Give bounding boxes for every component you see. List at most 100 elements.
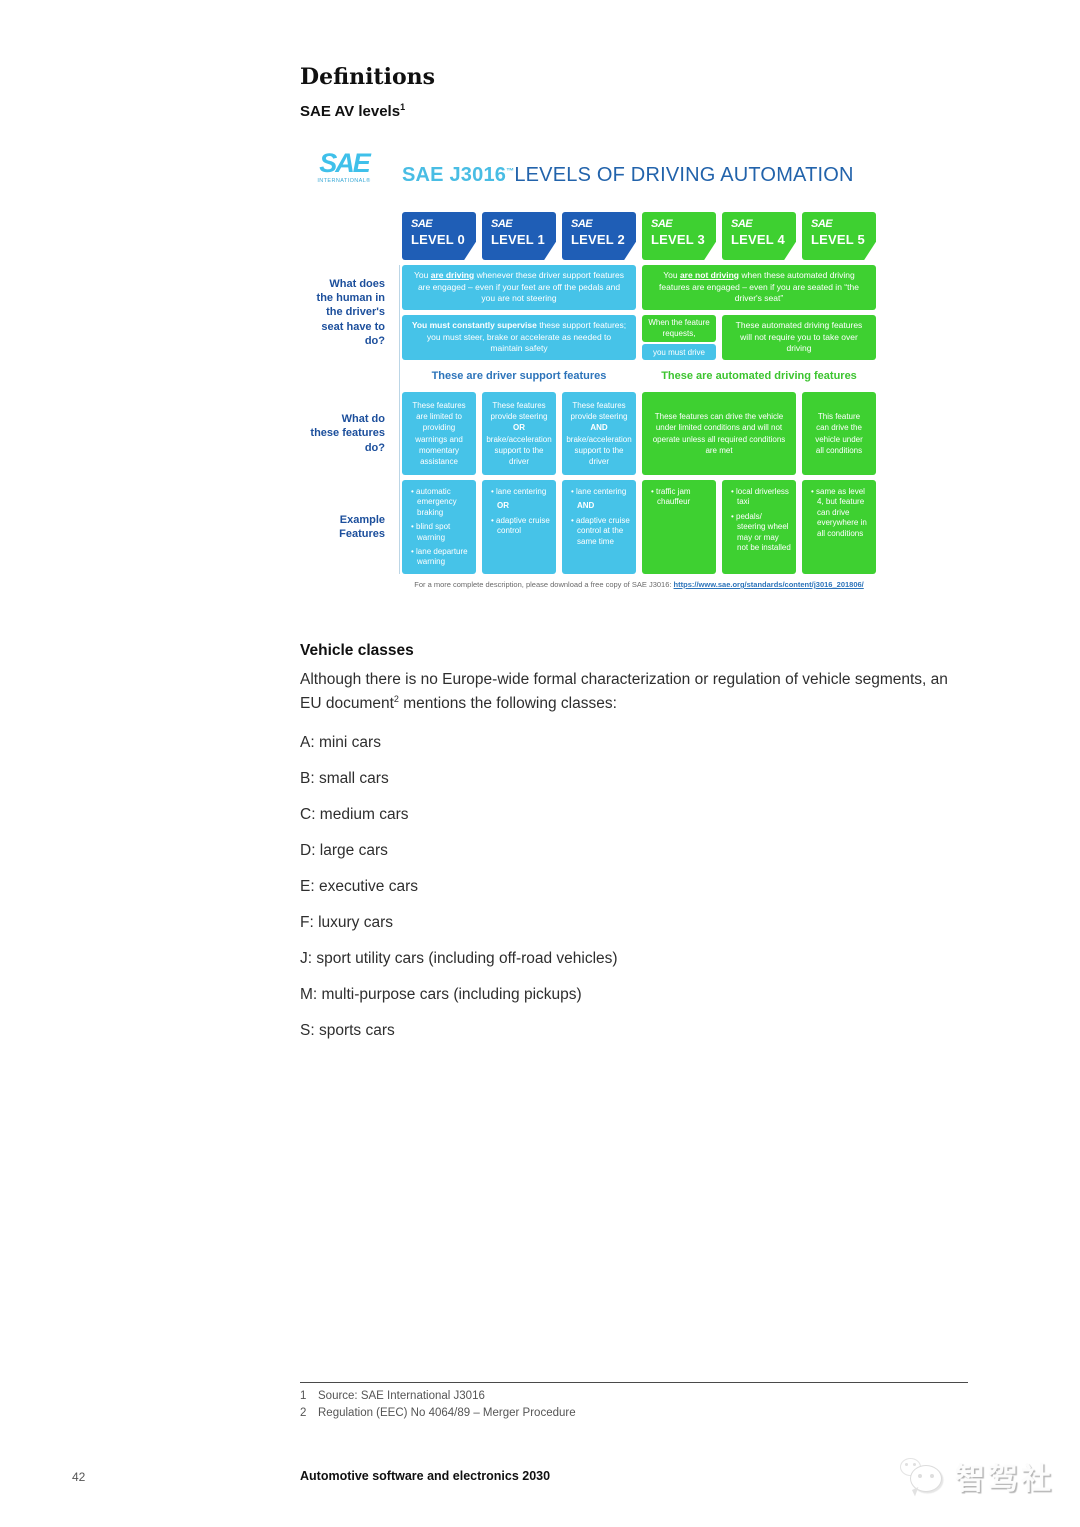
tab-level-2-label: LEVEL 2: [571, 231, 625, 247]
watermark: 智驾社: [899, 1454, 1054, 1498]
vehicle-class-item: M: multi-purpose cars (including pickups…: [300, 986, 582, 1004]
cell-examples-l5: • same as level 4, but feature can drive…: [802, 480, 876, 574]
row-label-example-features: Example Features: [339, 513, 385, 540]
chart-footnote-text: For a more complete description, please …: [414, 580, 674, 589]
section-subtitle: SAE AV levels1: [300, 102, 405, 120]
vehicle-class-item: C: medium cars: [300, 806, 409, 824]
vehicle-class-item: B: small cars: [300, 770, 389, 788]
footnote-1-number: 1: [300, 1390, 307, 1402]
example-conjunction: OR: [497, 501, 509, 511]
vehicle-class-item: F: luxury cars: [300, 914, 394, 932]
trademark-symbol: ™: [506, 166, 515, 176]
chart-footnote: For a more complete description, please …: [402, 580, 876, 589]
vehicle-classes-intro: Although there is no Europe-wide formal …: [300, 671, 948, 713]
sae-logo-text: SAE: [319, 148, 371, 178]
group-head-support: These are driver support features: [431, 370, 607, 382]
footnote-2-text: Regulation (EEC) No 4064/89 – Merger Pro…: [318, 1406, 576, 1419]
page-title: Definitions: [300, 64, 435, 90]
sae-standard-link[interactable]: https://www.sae.org/standards/content/j3…: [673, 580, 864, 589]
cell-level3-request: When the feature requests, you must driv…: [642, 315, 716, 360]
cell-supervise-text: You must constantly supervise these supp…: [411, 319, 627, 354]
chart-header: SAE INTERNATIONAL® SAE J3016™LEVELS OF D…: [310, 150, 882, 208]
cell-level3-request-bottom: you must drive: [642, 344, 716, 360]
cell-human-support: You are driving whenever these driver su…: [402, 265, 636, 310]
footnote-2-number: 2: [300, 1406, 307, 1419]
cell-features-l0: These features are limited to providing …: [402, 392, 476, 475]
tab-level-1-label: LEVEL 1: [491, 231, 545, 247]
sae-mark: SAE: [411, 218, 433, 230]
cell-features-l2: These features provide steering AND brak…: [562, 392, 636, 475]
group-head-automated: These are automated driving features: [661, 370, 857, 382]
page-number: 42: [72, 1470, 86, 1484]
vehicle-classes-heading: Vehicle classes: [300, 642, 414, 659]
footnote-1: 1 Source: SAE International J3016: [300, 1388, 968, 1405]
sae-mark: SAE: [811, 218, 833, 230]
cell-human-automated: You are not driving when these automated…: [642, 265, 876, 310]
example-item: • lane centering: [491, 487, 547, 496]
sae-logo-subtext: INTERNATIONAL®: [317, 178, 371, 184]
example-item: • lane centering: [571, 487, 627, 496]
cell-no-takeover: These automated driving features will no…: [722, 315, 876, 360]
vehicle-class-item: A: mini cars: [300, 734, 381, 752]
row-label-human-driver: What does the human in the driver's seat…: [316, 277, 385, 347]
chart-title-brand: SAE J3016: [402, 164, 507, 186]
example-item: • automatic emergency braking: [411, 487, 457, 517]
cell-supervise: You must constantly supervise these supp…: [402, 315, 636, 360]
vehicle-class-item: E: executive cars: [300, 878, 419, 896]
chart-title-rest: LEVELS OF DRIVING AUTOMATION: [514, 164, 854, 186]
bubble-tail: [905, 1483, 919, 1497]
example-conjunction: AND: [577, 501, 595, 511]
tab-level-4-label: LEVEL 4: [731, 231, 785, 247]
sae-mark: SAE: [651, 218, 673, 230]
row-label-features-do: What do these features do?: [310, 413, 385, 454]
sae-logo: SAE INTERNATIONAL®: [316, 150, 372, 185]
cell-examples-l0: • automatic emergency braking • blind sp…: [402, 480, 476, 574]
example-item: • local driverless taxi: [731, 487, 789, 507]
example-item: • adaptive cruise control at the same ti…: [571, 515, 630, 546]
cell-examples-l2: • lane centering AND • adaptive cruise c…: [562, 480, 636, 574]
cell-examples-l1: • lane centering OR • adaptive cruise co…: [482, 480, 556, 574]
cell-examples-l3: • traffic jam chauffeur: [642, 480, 716, 574]
watermark-text: 智驾社: [955, 1463, 1054, 1496]
example-item: • adaptive cruise control: [491, 515, 550, 536]
document-footer-title: Automotive software and electronics 2030: [300, 1469, 551, 1483]
big-bubble: [910, 1465, 942, 1492]
example-item: • pedals/ steering wheel may or may not …: [731, 511, 791, 552]
tab-level-5-label: LEVEL 5: [811, 231, 865, 247]
footnote-2: 2 Regulation (EEC) No 4064/89 – Merger P…: [300, 1405, 968, 1422]
example-item: • same as level 4, but feature can drive…: [811, 487, 867, 538]
page-footnotes: 1 Source: SAE International J3016 2 Regu…: [300, 1382, 968, 1421]
chat-bubbles-icon: [899, 1455, 947, 1497]
sae-mark: SAE: [491, 218, 513, 230]
tab-level-3-label: LEVEL 3: [651, 231, 705, 247]
cell-features-l1-text: These features provide steering OR brake…: [486, 400, 552, 466]
sae-mark: SAE: [571, 218, 593, 230]
cell-features-l2-text: These features provide steering AND brak…: [566, 400, 632, 466]
chart-title: SAE J3016™LEVELS OF DRIVING AUTOMATION: [402, 164, 854, 187]
sae-mark: SAE: [731, 218, 753, 230]
footnote-1-text: Source: SAE International J3016: [318, 1390, 485, 1402]
sae-levels-chart: SAE INTERNATIONAL® SAE J3016™LEVELS OF D…: [310, 150, 882, 589]
cell-features-l1: These features provide steering OR brake…: [482, 392, 556, 475]
cell-human-automated-text: You are not driving when these automated…: [659, 269, 859, 304]
footnote-ref-2: 2: [393, 693, 399, 704]
example-item: • blind spot warning: [411, 522, 451, 542]
subtitle-text: SAE AV levels: [300, 103, 401, 120]
tab-level-0-label: LEVEL 0: [411, 231, 465, 247]
vehicle-classes-section: Vehicle classes Although there is no Eur…: [300, 642, 972, 1040]
vehicle-class-item: J: sport utility cars (including off-roa…: [300, 950, 618, 968]
cell-features-l5: This feature can drive the vehicle under…: [802, 392, 876, 475]
example-item: • lane departure warning: [411, 546, 468, 567]
cell-human-support-text: You are driving whenever these driver su…: [414, 269, 624, 304]
vehicle-class-item: S: sports cars: [300, 1022, 395, 1040]
vehicle-class-item: D: large cars: [300, 842, 388, 860]
example-item: • traffic jam chauffeur: [651, 487, 691, 507]
cell-examples-l4: • local driverless taxi • pedals/ steeri…: [722, 480, 796, 574]
